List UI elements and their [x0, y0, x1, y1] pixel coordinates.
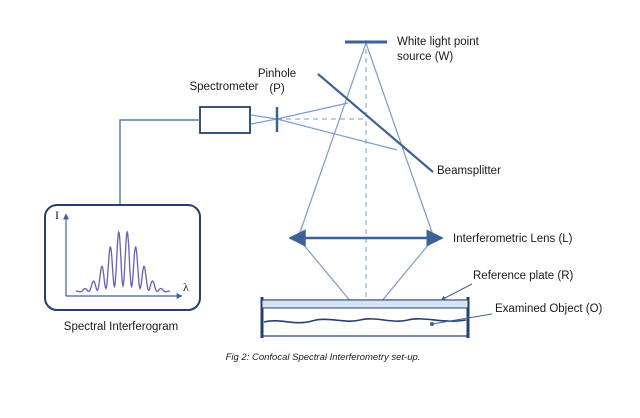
- spectrometer-box: [199, 106, 251, 134]
- figure-caption: Fig 2: Confocal Spectral Interferometry …: [226, 352, 421, 363]
- object-surface: [263, 318, 467, 324]
- lens-label: Interferometric Lens (L): [453, 233, 573, 245]
- beamsplitter: [317, 73, 434, 173]
- pinhole-label-line2: (P): [269, 83, 285, 95]
- interferogram-signal: [75, 230, 171, 293]
- examined-object-pointer: [431, 313, 493, 325]
- source-label-line1: White light point: [397, 36, 480, 48]
- interferogram-label: Spectral Interferogram: [64, 321, 178, 333]
- spectrometer-cable: [119, 119, 200, 205]
- examined-object-pointer-dot: [430, 322, 434, 326]
- interferogram-x-symbol: λ: [183, 280, 189, 294]
- pinhole-label-line1: Pinhole: [258, 68, 296, 80]
- reference-plate-pointer: [440, 283, 473, 301]
- interferogram-monitor: [44, 204, 201, 311]
- reference-plate-label: Reference plate (R): [473, 270, 574, 282]
- spectrometer-label: Spectrometer: [189, 81, 258, 93]
- source-label-line2: source (W): [397, 51, 453, 63]
- source-beam: [297, 42, 435, 239]
- interferogram-y-symbol: I: [55, 208, 59, 222]
- examined-object-label: Examined Object (O): [495, 303, 603, 315]
- return-beam: [250, 102, 398, 151]
- beamsplitter-label: Beamsplitter: [437, 165, 501, 177]
- reference-plate: [261, 299, 469, 309]
